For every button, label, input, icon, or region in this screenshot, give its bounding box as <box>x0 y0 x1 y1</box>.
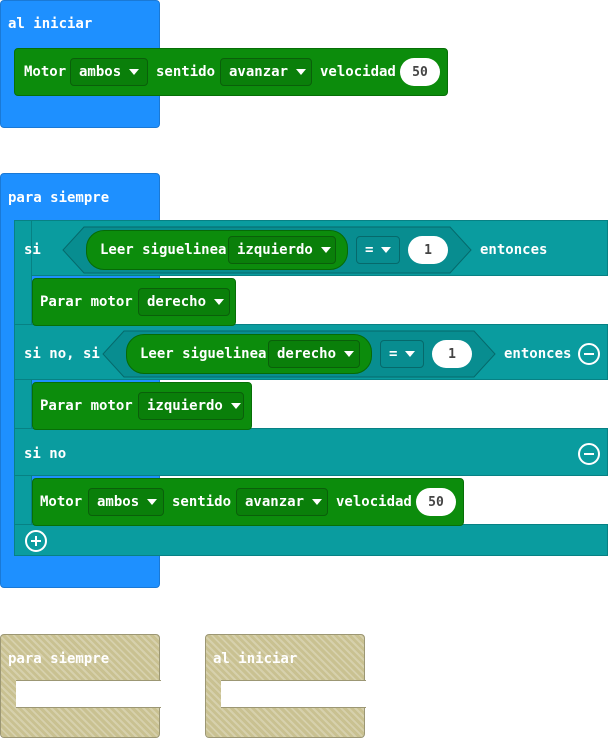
disabled-forever-slot <box>16 680 161 708</box>
add-branch-icon[interactable] <box>25 530 47 552</box>
speed-input[interactable]: 50 <box>400 58 440 86</box>
else-row <box>14 428 608 476</box>
chevron-down-icon <box>320 247 331 253</box>
motor-label: Motor <box>40 494 83 510</box>
operator-dropdown[interactable]: = <box>356 236 400 264</box>
speed-label: velocidad <box>336 494 412 510</box>
chevron-down-icon <box>381 247 392 253</box>
direction-dropdown[interactable]: avanzar <box>220 58 312 86</box>
motor-dropdown-value: ambos <box>79 64 122 80</box>
speed-label: velocidad <box>320 64 396 80</box>
if-label: si <box>24 242 41 258</box>
read-line-sensor-label: Leer siguelinea <box>100 242 227 258</box>
remove-branch-icon[interactable] <box>578 343 600 365</box>
direction-dropdown-value: avanzar <box>229 64 289 80</box>
compare-input[interactable]: 1 <box>432 340 472 368</box>
remove-branch-icon[interactable] <box>578 443 600 465</box>
disabled-forever-label: para siempre <box>8 651 110 667</box>
motor-dropdown-value: ambos <box>97 494 140 510</box>
on-start-label: al iniciar <box>8 16 93 32</box>
compare-input[interactable]: 1 <box>408 236 448 264</box>
chevron-down-icon <box>344 351 355 357</box>
if-else-bottom <box>14 524 608 556</box>
else-if-label: si no, si <box>24 346 100 362</box>
chevron-down-icon <box>296 69 307 75</box>
then-label: entonces <box>480 242 548 258</box>
read-line-sensor-label: Leer siguelinea <box>140 346 267 362</box>
chevron-down-icon <box>230 403 241 409</box>
direction-label: sentido <box>172 494 232 510</box>
operator-dropdown[interactable]: = <box>380 340 424 368</box>
stop-motor-value: derecho <box>147 294 207 310</box>
chevron-down-icon <box>405 351 416 357</box>
direction-label: sentido <box>156 64 216 80</box>
direction-dropdown[interactable]: avanzar <box>236 488 328 516</box>
chevron-down-icon <box>129 69 140 75</box>
direction-dropdown-value: avanzar <box>245 494 305 510</box>
disabled-on-start-slot <box>221 680 366 708</box>
sensor-side-value: derecho <box>277 346 337 362</box>
chevron-down-icon <box>147 499 158 505</box>
stop-motor-label: Parar motor <box>40 398 133 414</box>
sensor-side-value: izquierdo <box>237 242 313 258</box>
then-label: entonces <box>504 346 572 362</box>
disabled-on-start-label: al iniciar <box>213 651 298 667</box>
chevron-down-icon <box>312 499 323 505</box>
speed-input[interactable]: 50 <box>416 488 456 516</box>
operator-value: = <box>365 242 374 258</box>
stop-motor-dropdown[interactable]: derecho <box>138 288 230 316</box>
sensor-side-dropdown[interactable]: derecho <box>268 340 360 368</box>
stop-motor-dropdown[interactable]: izquierdo <box>138 392 244 420</box>
operator-value: = <box>389 346 398 362</box>
sensor-side-dropdown[interactable]: izquierdo <box>228 236 336 264</box>
forever-label: para siempre <box>8 190 110 206</box>
if-else-left-bar <box>14 220 32 556</box>
stop-motor-value: izquierdo <box>147 398 223 414</box>
motor-dropdown[interactable]: ambos <box>70 58 148 86</box>
chevron-down-icon <box>214 299 225 305</box>
motor-label: Motor <box>24 64 67 80</box>
else-label: si no <box>24 446 67 462</box>
stop-motor-label: Parar motor <box>40 294 133 310</box>
motor-dropdown[interactable]: ambos <box>88 488 164 516</box>
